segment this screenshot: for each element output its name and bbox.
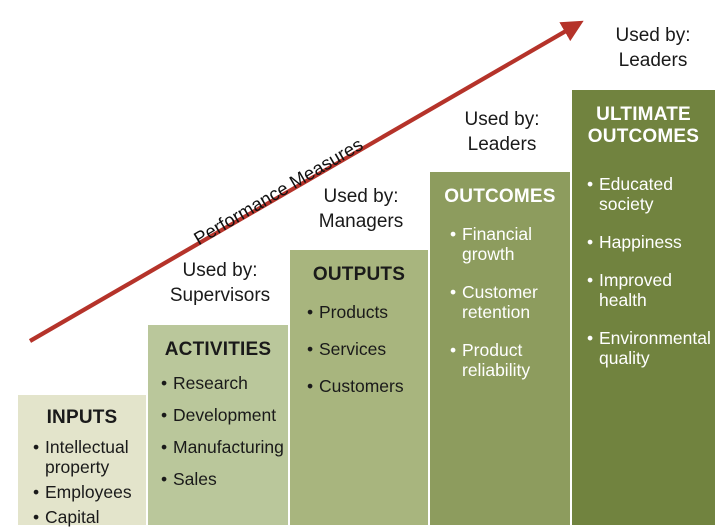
list-item: Research xyxy=(160,373,282,393)
column-outcomes: OUTCOMES Financial growth Customer reten… xyxy=(430,172,570,525)
list-item: Happiness xyxy=(586,232,711,252)
column-title-ultimate-outcomes: ULTIMATE OUTCOMES xyxy=(587,104,700,147)
column-items-ultimate-outcomes: Educated society Happiness Improved heal… xyxy=(586,174,711,368)
column-title-outputs: OUTPUTS xyxy=(312,264,406,285)
list-item: Customers xyxy=(306,376,422,396)
column-outputs: OUTPUTS Products Services Customers xyxy=(290,250,428,525)
list-item: Intellectual property xyxy=(32,437,138,477)
list-item: Improved health xyxy=(586,270,711,310)
column-items-outputs: Products Services Customers xyxy=(306,302,422,396)
list-item: Capital xyxy=(32,507,138,527)
list-item: Products xyxy=(306,302,422,322)
column-items-inputs: Intellectual property Employees Capital xyxy=(32,437,138,527)
list-item: Manufacturing xyxy=(160,437,284,457)
list-item: Environmental quality xyxy=(586,328,711,368)
used-by-managers: Used by: Managers xyxy=(318,186,404,232)
list-item: Product reliability xyxy=(449,340,564,380)
column-inputs: INPUTS Intellectual property Employees C… xyxy=(18,395,146,527)
list-item: Sales xyxy=(160,469,282,489)
list-item: Services xyxy=(306,339,422,359)
column-items-outcomes: Financial growth Customer retention Prod… xyxy=(449,224,564,380)
list-item: Employees xyxy=(32,482,138,502)
column-ultimate-outcomes: ULTIMATE OUTCOMES Educated society Happi… xyxy=(572,90,715,525)
list-item: Educated society xyxy=(586,174,711,214)
used-by-leaders-outcomes: Used by: Leaders xyxy=(464,109,540,155)
column-title-outcomes: OUTCOMES xyxy=(444,186,556,207)
list-item: Customer retention xyxy=(449,282,564,322)
list-item: Development xyxy=(160,405,282,425)
column-title-inputs: INPUTS xyxy=(46,407,118,428)
used-by-supervisors: Used by: Supervisors xyxy=(169,260,271,306)
used-by-leaders-ultimate: Used by: Leaders xyxy=(615,25,691,71)
column-activities: ACTIVITIES Research Development Manufact… xyxy=(148,325,288,525)
list-item: Financial growth xyxy=(449,224,564,264)
column-title-activities: ACTIVITIES xyxy=(164,339,272,360)
column-items-activities: Research Development Manufacturing Sales xyxy=(160,373,284,489)
